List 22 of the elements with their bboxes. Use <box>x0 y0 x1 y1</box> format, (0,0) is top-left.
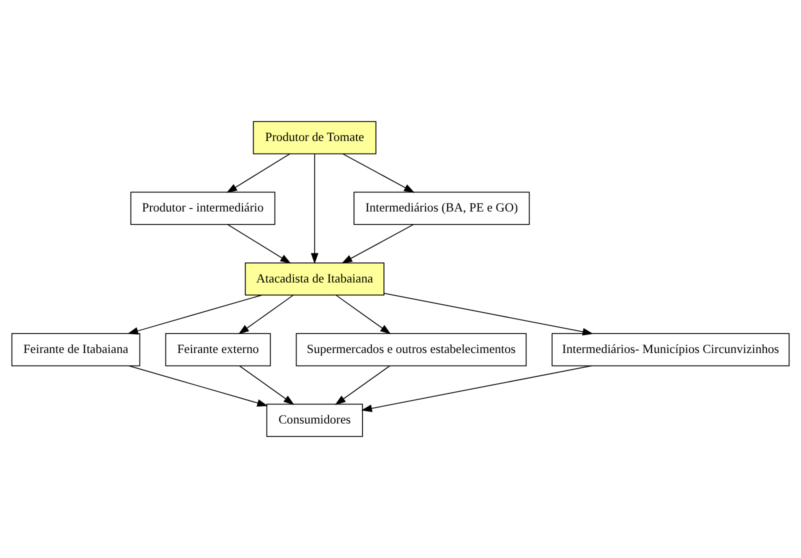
arrow <box>342 224 414 264</box>
arrow <box>310 154 318 264</box>
arrow <box>128 365 268 407</box>
node-box: Atacadista de Itabaiana <box>244 262 384 296</box>
node-box: Intermediários (BA, PE e GO) <box>354 192 530 225</box>
node-box: Produtor de Tomate <box>252 121 376 154</box>
arrow <box>336 294 391 334</box>
arrow <box>127 294 262 335</box>
arrow <box>361 365 592 412</box>
node-box: Consumidores <box>266 404 363 437</box>
arrow <box>227 224 292 264</box>
arrow <box>226 153 290 193</box>
node-box: Supermercados e outros estabelecimentos <box>296 333 527 366</box>
arrow <box>342 153 415 193</box>
node-box: Produtor - intermediário <box>130 192 276 225</box>
arrow <box>239 365 294 405</box>
node-box: Feirante de Itabaiana <box>11 333 140 366</box>
arrow <box>238 294 294 334</box>
arrow <box>334 365 390 405</box>
arrow <box>384 292 594 336</box>
node-box: Feirante externo <box>165 333 271 366</box>
node-box: Intermediários- Municípios Circunvizinhos <box>552 333 790 366</box>
